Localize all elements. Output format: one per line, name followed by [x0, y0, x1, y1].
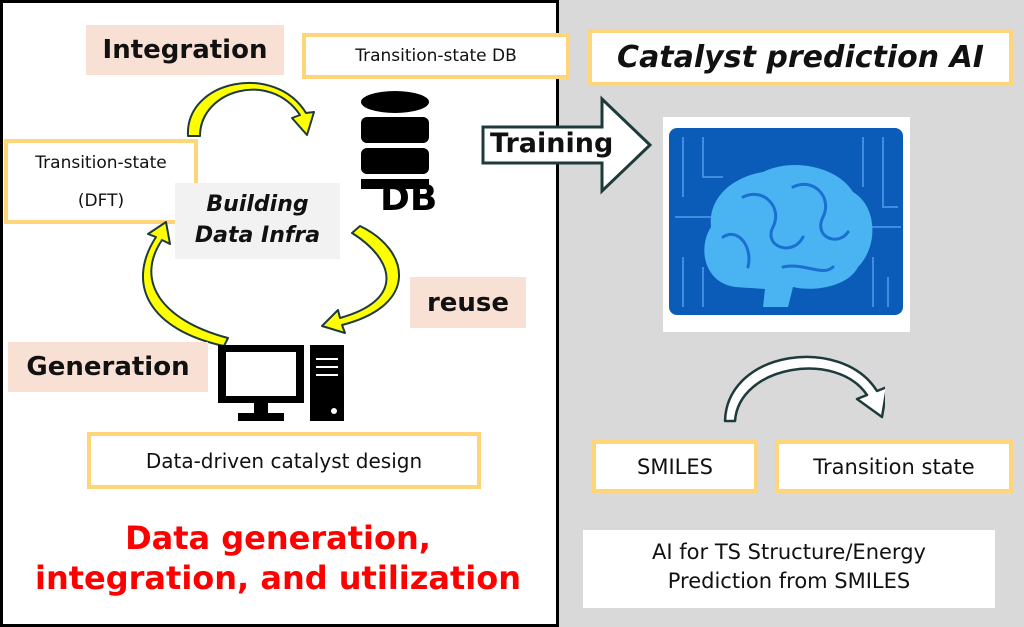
curved-arrow-icon: [723, 355, 885, 423]
arrow-generation-icon: [141, 221, 229, 347]
ts-db-box: Transition-state DB: [302, 33, 570, 79]
db-label: DB: [380, 178, 438, 219]
building-data-infra: Building Data Infra: [175, 183, 340, 259]
ts-dft-line1: Transition-state: [35, 152, 167, 173]
generation-label: Generation: [8, 342, 208, 392]
computer-icon: [218, 345, 344, 421]
caption-line1: Data generation,: [125, 519, 431, 557]
desc-line2: Prediction from SMILES: [667, 569, 911, 593]
caption-line2: integration, and utilization: [34, 559, 521, 597]
transition-state-box: Transition state: [775, 440, 1013, 493]
desc-line1: AI for TS Structure/Energy: [652, 540, 926, 564]
data-driven-box: Data-driven catalyst design: [87, 432, 481, 489]
ai-brain-icon: [663, 117, 910, 332]
training-arrow-icon: [481, 95, 653, 195]
integration-label: Integration: [86, 25, 284, 75]
ts-dft-line2: (DFT): [77, 190, 125, 211]
arrow-integration-icon: [186, 81, 315, 137]
building-line1: Building: [206, 192, 309, 217]
arrow-reuse-icon: [321, 225, 400, 334]
ai-description: AI for TS Structure/Energy Prediction fr…: [583, 530, 995, 608]
ts-dft-box: Transition-state (DFT): [4, 139, 198, 224]
left-caption: Data generation, integration, and utiliz…: [0, 518, 556, 598]
database-icon: [361, 91, 429, 189]
cycle-arrows: [141, 81, 400, 347]
reuse-label: reuse: [410, 277, 526, 328]
building-line2: Data Infra: [194, 223, 321, 248]
training-label: Training: [490, 128, 614, 159]
right-title: Catalyst prediction AI: [588, 29, 1013, 86]
smiles-box: SMILES: [592, 440, 758, 493]
